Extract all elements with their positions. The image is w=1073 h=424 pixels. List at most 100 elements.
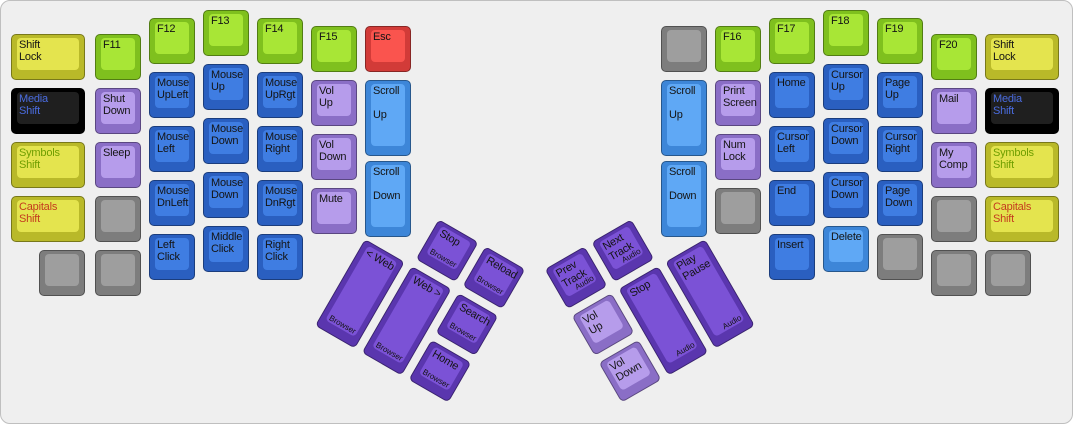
key-label: F20	[939, 39, 958, 51]
key-label: Vol Up	[581, 308, 605, 338]
key-end[interactable]: End	[769, 180, 815, 226]
key-mail[interactable]: Mail	[931, 88, 977, 134]
key-f12[interactable]: F12	[149, 18, 195, 64]
key-cursor-right[interactable]: Cursor Right	[877, 126, 923, 172]
key-blank[interactable]	[931, 196, 977, 242]
keytop: Home	[775, 76, 809, 108]
key-blank[interactable]	[931, 250, 977, 296]
key-f16[interactable]: F16	[715, 26, 761, 72]
key-vol-down[interactable]: Vol Down	[598, 339, 662, 403]
key-blank[interactable]	[715, 188, 761, 234]
key-label: Mouse DnLeft	[157, 185, 190, 209]
key-f15[interactable]: F15	[311, 26, 357, 72]
key-print-screen[interactable]: Print Screen	[715, 80, 761, 126]
key-media-shift[interactable]: Media Shift	[11, 88, 85, 134]
key-blank[interactable]	[95, 196, 141, 242]
keytop: Page Up	[883, 76, 917, 108]
keytop: Delete	[829, 230, 863, 262]
key-middle-click[interactable]: Middle Click	[203, 226, 249, 272]
key-cursor-left[interactable]: Cursor Left	[769, 126, 815, 172]
key-symbols-shift[interactable]: Symbols Shift	[11, 142, 85, 188]
key-insert[interactable]: Insert	[769, 234, 815, 280]
key-scroll-down[interactable]: Scroll Down	[365, 161, 411, 237]
key-sleep[interactable]: Sleep	[95, 142, 141, 188]
key-blank[interactable]	[39, 250, 85, 296]
key-mouse-right[interactable]: Mouse Right	[257, 126, 303, 172]
key-f18[interactable]: F18	[823, 10, 869, 56]
keytop: F17	[775, 22, 809, 54]
key-home[interactable]: Home	[769, 72, 815, 118]
key-f13[interactable]: F13	[203, 10, 249, 56]
key-f11[interactable]: F11	[95, 34, 141, 80]
key-label: Vol Up	[319, 85, 334, 109]
key-mouse-upleft[interactable]: Mouse UpLeft	[149, 72, 195, 118]
key-delete[interactable]: Delete	[823, 226, 869, 272]
key-shift-lock[interactable]: Shift Lock	[985, 34, 1059, 80]
keytop: Cursor Up	[829, 68, 863, 100]
key-page-up[interactable]: Page Up	[877, 72, 923, 118]
key-label: F15	[319, 31, 338, 43]
key-blank[interactable]	[95, 250, 141, 296]
key-capitals-shift[interactable]: Capitals Shift	[985, 196, 1059, 242]
key-mute[interactable]: Mute	[311, 188, 357, 234]
key-mouse-up[interactable]: Mouse Up	[203, 64, 249, 110]
keytop: Right Click	[263, 238, 297, 270]
key-mouse-down[interactable]: Mouse Down	[203, 118, 249, 164]
key-cursor-down[interactable]: Cursor Down	[823, 118, 869, 164]
key-vol-down[interactable]: Vol Down	[311, 134, 357, 180]
key-symbols-shift[interactable]: Symbols Shift	[985, 142, 1059, 188]
key-label: Scroll Down	[373, 166, 401, 202]
key-mouse-dnrgt[interactable]: Mouse DnRgt	[257, 180, 303, 226]
key-right-click[interactable]: Right Click	[257, 234, 303, 280]
key-cursor-down[interactable]: Cursor Down	[823, 172, 869, 218]
key-label: Left Click	[157, 239, 180, 263]
key-f14[interactable]: F14	[257, 18, 303, 64]
key-label: Reload	[483, 254, 520, 282]
key-label: Mouse Up	[211, 69, 244, 93]
keytop: Mouse DnLeft	[155, 184, 189, 216]
key-shut-down[interactable]: Shut Down	[95, 88, 141, 134]
key-mouse-uprgt[interactable]: Mouse UpRgt	[257, 72, 303, 118]
key-cursor-up[interactable]: Cursor Up	[823, 64, 869, 110]
key-capitals-shift[interactable]: Capitals Shift	[11, 196, 85, 242]
key-blank[interactable]	[877, 234, 923, 280]
key-vol-up[interactable]: Vol Up	[311, 80, 357, 126]
key-sublabel: Browser	[374, 340, 405, 363]
key-sublabel: Audio	[720, 313, 744, 332]
keytop: F19	[883, 22, 917, 54]
key-num-lock[interactable]: Num Lock	[715, 134, 761, 180]
keytop: Mouse Down	[209, 122, 243, 154]
key-label: F12	[157, 23, 176, 35]
keytop: My Comp	[937, 146, 971, 178]
key-mouse-left[interactable]: Mouse Left	[149, 126, 195, 172]
key-f17[interactable]: F17	[769, 18, 815, 64]
key-scroll-down[interactable]: Scroll Down	[661, 161, 707, 237]
key-scroll-up[interactable]: Scroll Up	[661, 80, 707, 156]
key-media-shift[interactable]: Media Shift	[985, 88, 1059, 134]
key-mouse-dnleft[interactable]: Mouse DnLeft	[149, 180, 195, 226]
keytop: Mute	[317, 192, 351, 224]
keytop: Mouse UpRgt	[263, 76, 297, 108]
key-esc[interactable]: Esc	[365, 26, 411, 72]
key-f19[interactable]: F19	[877, 18, 923, 64]
key-shift-lock[interactable]: Shift Lock	[11, 34, 85, 80]
key-blank[interactable]	[661, 26, 707, 72]
key-label: Media Shift	[993, 93, 1022, 117]
key-f20[interactable]: F20	[931, 34, 977, 80]
key-label: Mouse DnRgt	[265, 185, 298, 209]
keytop: Scroll Up	[667, 84, 701, 146]
keytop: Cursor Left	[775, 130, 809, 162]
key-scroll-up[interactable]: Scroll Up	[365, 80, 411, 156]
key-blank[interactable]	[985, 250, 1031, 296]
key-left-click[interactable]: Left Click	[149, 234, 195, 280]
key-label: Page Down	[885, 185, 913, 209]
key-my-comp[interactable]: My Comp	[931, 142, 977, 188]
key-page-down[interactable]: Page Down	[877, 180, 923, 226]
key-mouse-down[interactable]: Mouse Down	[203, 172, 249, 218]
